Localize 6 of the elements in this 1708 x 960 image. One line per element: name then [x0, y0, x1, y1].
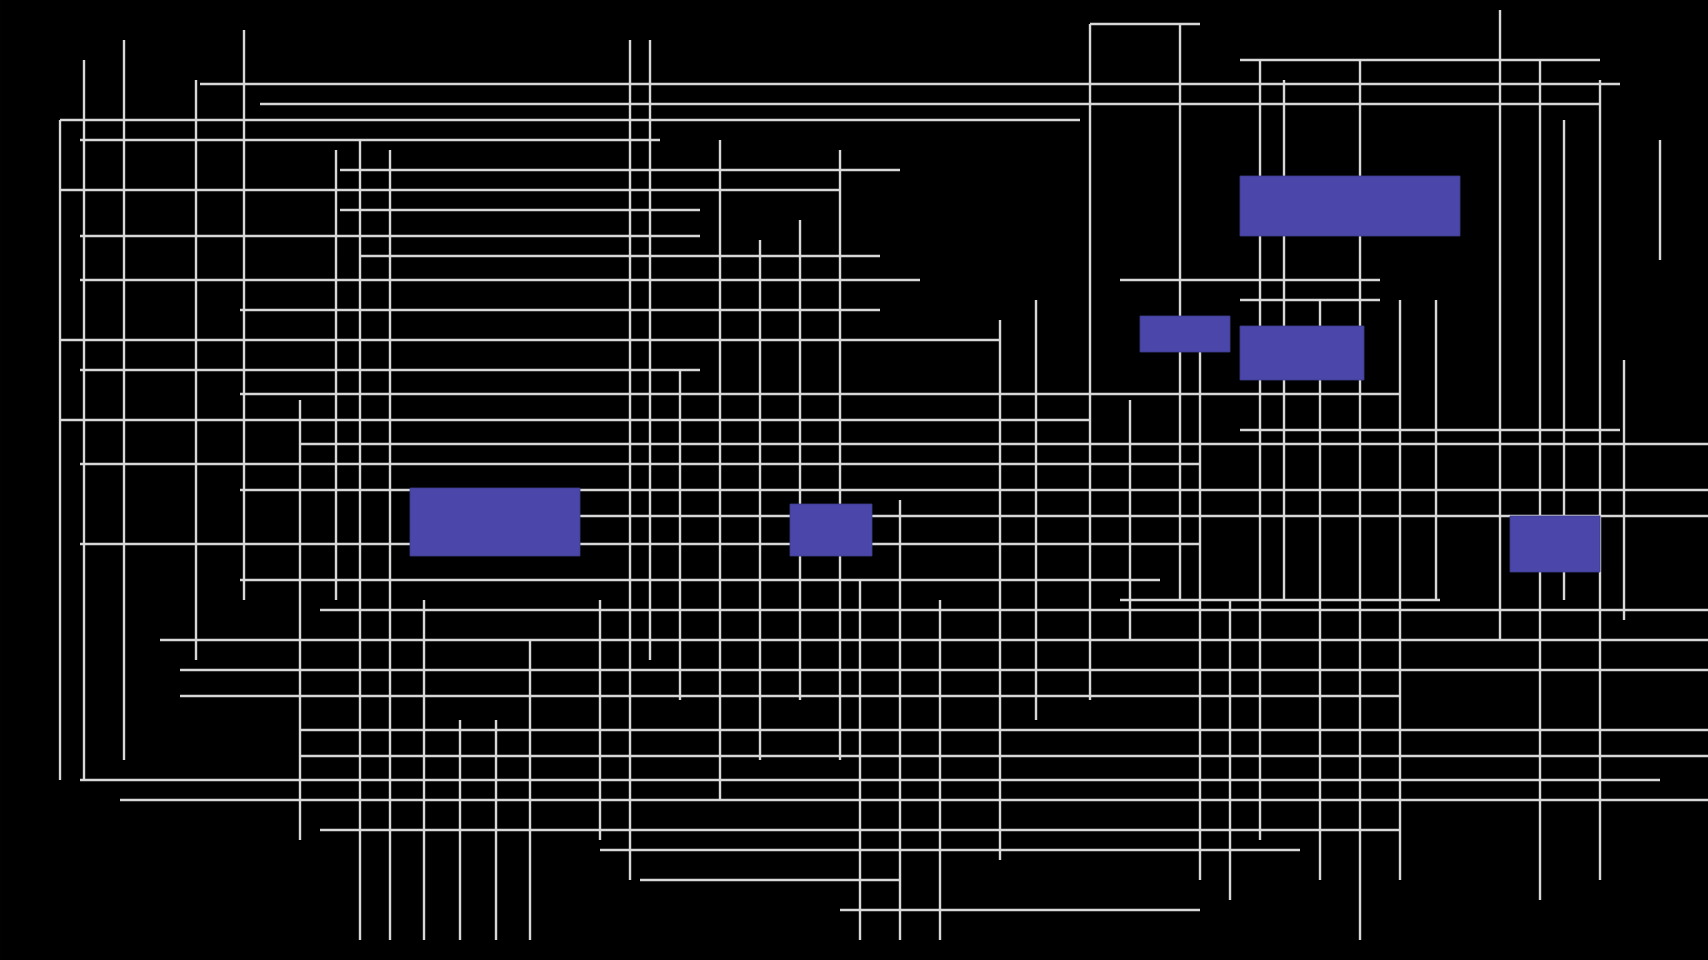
display-screen: [409, 487, 581, 557]
display-screen: [1239, 175, 1461, 237]
display-screen: [789, 503, 873, 557]
display-screen: [1139, 315, 1231, 353]
display-screen: [1509, 515, 1601, 573]
display-screen: [1239, 325, 1365, 381]
